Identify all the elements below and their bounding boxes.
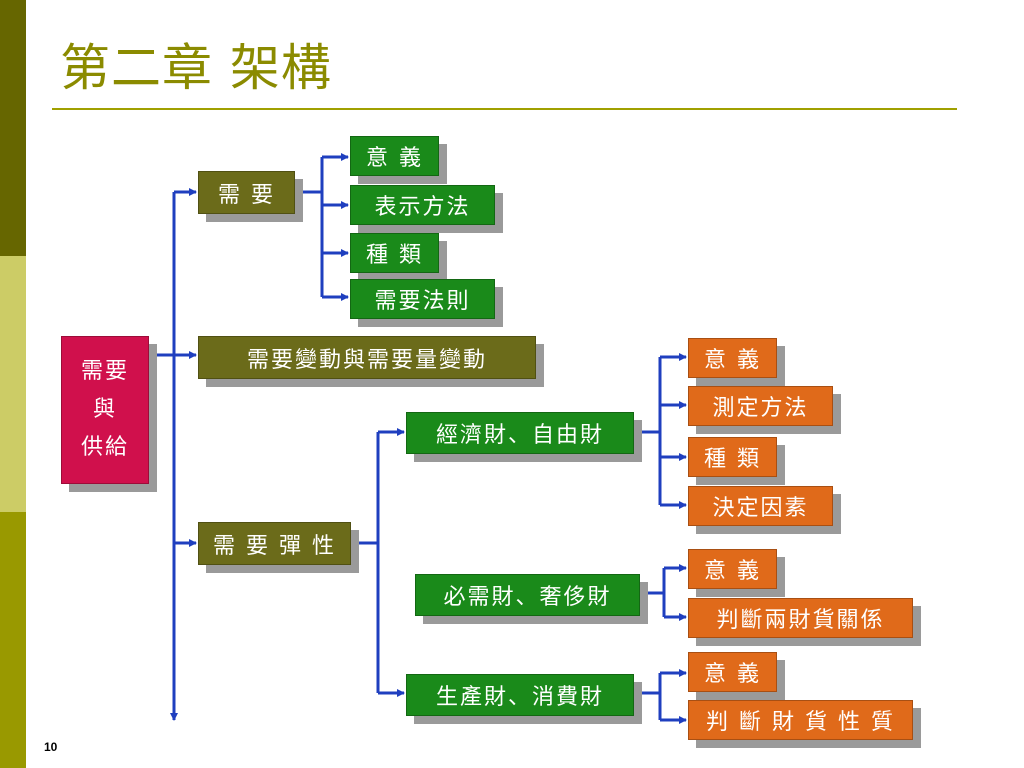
sidebar-accent-top: [0, 0, 26, 256]
g3-child-nature: 判 斷 財 貨 性 質: [688, 700, 913, 740]
elasticity-node: 需 要 彈 性: [198, 522, 351, 565]
demand-child-types: 種 類: [350, 233, 439, 273]
title-underline: [52, 108, 957, 110]
demand-child-law: 需要法則: [350, 279, 495, 319]
root-node: 需要 與 供給: [61, 336, 149, 484]
demand-child-meaning: 意 義: [350, 136, 439, 176]
root-line-1: 需要: [80, 359, 129, 384]
root-line-3: 供給: [80, 435, 129, 460]
group-production-consumer-goods: 生產財、消費財: [406, 674, 634, 716]
demand-node: 需 要: [198, 171, 295, 214]
g1-child-factors: 決定因素: [688, 486, 833, 526]
root-line-2: 與: [92, 397, 117, 422]
page-number: 10: [44, 740, 58, 754]
g1-child-measurement: 測定方法: [688, 386, 833, 426]
group-necessity-luxury-goods: 必需財、奢侈財: [415, 574, 640, 616]
g1-child-meaning: 意 義: [688, 338, 777, 378]
demand-change-node: 需要變動與需要量變動: [198, 336, 536, 379]
group-economic-free-goods: 經濟財、自由財: [406, 412, 634, 454]
sidebar-accent-bottom: [0, 512, 26, 768]
g2-child-meaning: 意 義: [688, 549, 777, 589]
g2-child-relation: 判斷兩財貨關係: [688, 598, 913, 638]
sidebar-accent-middle: [0, 256, 26, 512]
g3-child-meaning: 意 義: [688, 652, 777, 692]
g1-child-types: 種 類: [688, 437, 777, 477]
slide-title: 第二章 架構: [60, 39, 332, 97]
demand-child-representation: 表示方法: [350, 185, 495, 225]
